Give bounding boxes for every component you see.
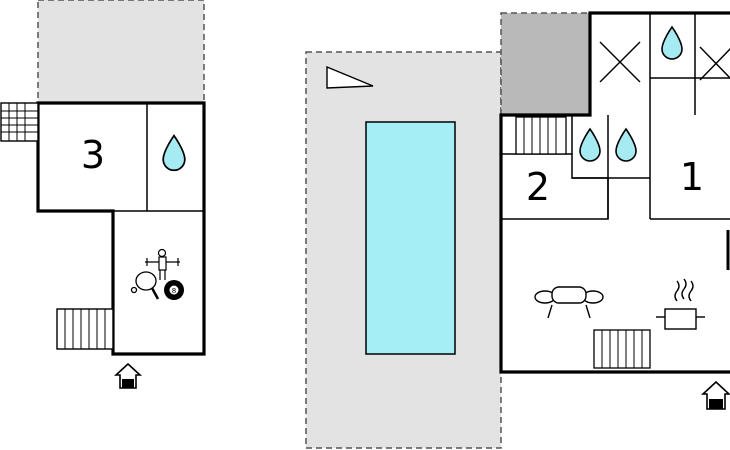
- swimming-pool: [365, 121, 456, 355]
- void-mark-icon: [599, 41, 641, 83]
- room-1-label: 1: [680, 155, 704, 199]
- terrace-middle: [305, 51, 502, 449]
- sofa-icon: [534, 286, 604, 319]
- right-building: 2 1: [499, 11, 730, 410]
- upper-rooms: [590, 13, 730, 115]
- left-building: 3: [0, 0, 206, 389]
- stairs-icon: [593, 329, 651, 369]
- right-building-walls: [499, 11, 730, 374]
- game-room: [113, 211, 204, 354]
- void-mark-icon: [699, 46, 730, 81]
- house-entrance-icon: [113, 362, 143, 389]
- eight-ball-icon: 8: [164, 280, 184, 300]
- stove-pot-icon: [656, 278, 705, 330]
- stairs-icon: [56, 308, 114, 350]
- stairs-icon: [0, 102, 39, 142]
- table-tennis-icon: [130, 271, 160, 300]
- house-entrance-icon: [700, 380, 730, 410]
- stairs-icon: [515, 116, 567, 155]
- terrace-left: [37, 0, 205, 104]
- room-2-label: 2: [526, 165, 550, 209]
- eight-ball-label: 8: [172, 287, 176, 295]
- north-arrow-icon: [326, 65, 374, 89]
- room-3-label: 3: [81, 133, 105, 177]
- foosball-icon: [145, 248, 180, 280]
- left-building-walls: [36, 101, 206, 356]
- covered-area: [500, 12, 591, 116]
